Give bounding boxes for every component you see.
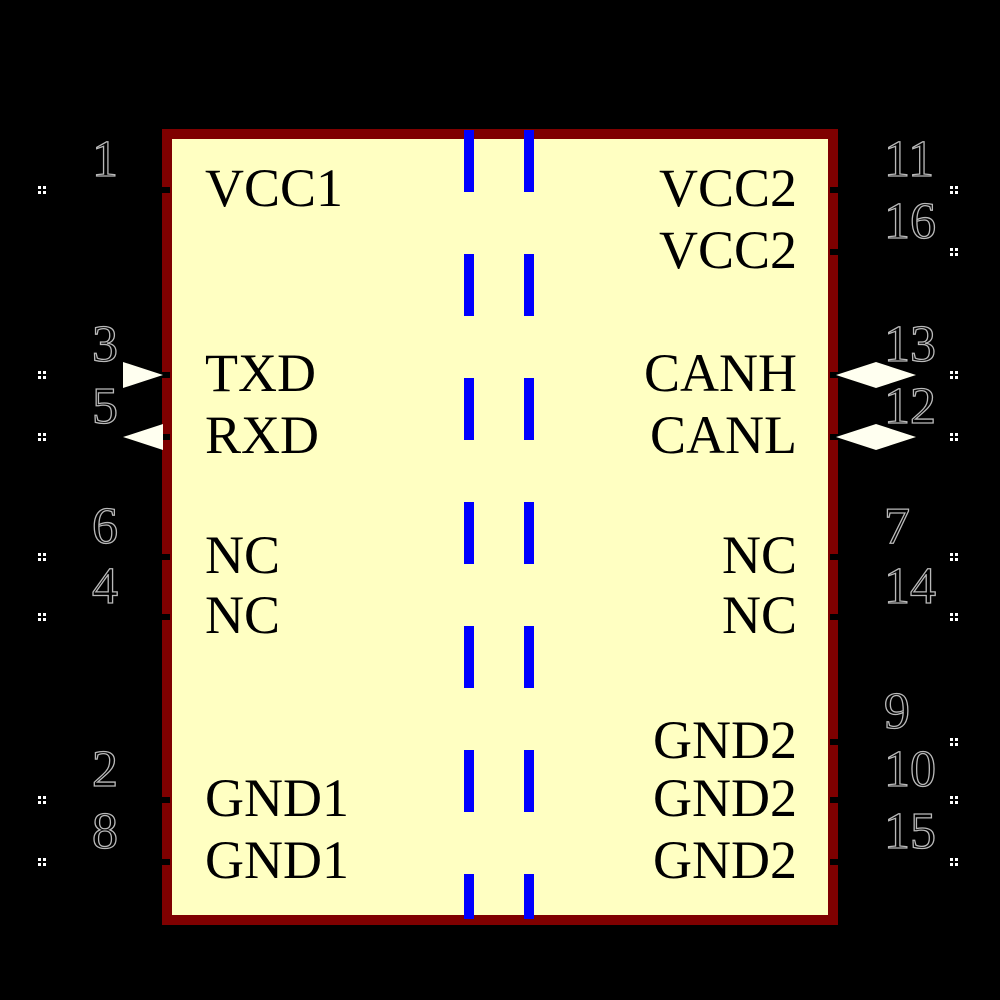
pin-nc-7[interactable] (835, 544, 970, 570)
pin-txd-3[interactable] (30, 362, 165, 388)
pin-label: TXD (205, 343, 316, 403)
output-arrow-icon (123, 424, 163, 450)
pin-number: 11 (883, 131, 935, 188)
pin-stub (830, 859, 846, 865)
pin-stub (830, 739, 846, 745)
bidirectional-arrow-left-icon (836, 362, 876, 388)
pin-gnd1-8[interactable] (30, 849, 165, 875)
pin-label: GND2 (653, 710, 797, 770)
pin-number: 2 (91, 741, 118, 798)
pin-label: VCC1 (205, 158, 344, 218)
pin-label: CANH (643, 343, 797, 403)
pin-canh-13[interactable] (835, 362, 970, 388)
pin-number: 1 (91, 131, 118, 188)
pin-vcc1-1[interactable] (30, 177, 165, 203)
pin-nc-4[interactable] (30, 604, 165, 630)
pin-canl-12[interactable] (835, 424, 970, 450)
unconnected-pin-marker-icon (950, 433, 953, 436)
pin-gnd2-15[interactable] (835, 849, 970, 875)
pin-stub (830, 797, 846, 803)
pin-label: VCC2 (658, 220, 797, 280)
pin-stub (154, 859, 170, 865)
pin-number: 8 (91, 803, 118, 860)
pin-stub (154, 614, 170, 620)
pin-number: 15 (883, 803, 936, 860)
pin-label: GND2 (653, 768, 797, 828)
unconnected-pin-marker-icon (38, 858, 41, 861)
pin-label: GND1 (205, 768, 349, 828)
unconnected-pin-marker-icon (950, 186, 953, 189)
bidirectional-arrow-left-icon (836, 424, 876, 450)
bidirectional-arrow-right-icon (876, 362, 916, 388)
unconnected-pin-marker-icon (950, 738, 953, 741)
pin-label: VCC2 (658, 158, 797, 218)
pin-nc-14[interactable] (835, 604, 970, 630)
pin-number: 16 (883, 193, 936, 250)
pin-label: CANL (650, 405, 797, 465)
pin-number: 3 (91, 316, 118, 373)
pin-label: GND2 (653, 830, 797, 890)
pin-number: 5 (91, 378, 118, 435)
pin-number: 10 (883, 741, 936, 798)
pin-number: 7 (883, 498, 910, 555)
pin-nc-6[interactable] (30, 544, 165, 570)
pin-label: NC (721, 585, 797, 645)
unconnected-pin-marker-icon (38, 371, 41, 374)
pin-stub (154, 187, 170, 193)
pin-label: NC (205, 585, 281, 645)
pin-stub (830, 249, 846, 255)
pin-gnd2-9[interactable] (835, 729, 970, 755)
component-body[interactable] (162, 129, 838, 925)
isolation-barrier-line (464, 130, 474, 919)
unconnected-pin-marker-icon (38, 796, 41, 799)
pin-label: NC (721, 525, 797, 585)
bidirectional-arrow-right-icon (876, 424, 916, 450)
unconnected-pin-marker-icon (38, 186, 41, 189)
pin-label: NC (205, 525, 281, 585)
unconnected-pin-marker-icon (950, 248, 953, 251)
pin-number: 9 (883, 683, 910, 740)
pin-number: 14 (883, 558, 936, 615)
input-arrow-icon (123, 362, 163, 388)
unconnected-pin-marker-icon (950, 796, 953, 799)
pin-label: GND1 (205, 830, 349, 890)
unconnected-pin-marker-icon (38, 613, 41, 616)
pin-stub (830, 187, 846, 193)
unconnected-pin-marker-icon (950, 371, 953, 374)
pin-number: 4 (91, 558, 118, 615)
pin-gnd1-2[interactable] (30, 787, 165, 813)
pin-stub (830, 554, 846, 560)
pin-label: RXD (205, 405, 320, 465)
unconnected-pin-marker-icon (950, 858, 953, 861)
unconnected-pin-marker-icon (950, 553, 953, 556)
pin-vcc2-11[interactable] (835, 177, 970, 203)
unconnected-pin-marker-icon (950, 613, 953, 616)
unconnected-pin-marker-icon (38, 433, 41, 436)
pin-stub (154, 797, 170, 803)
pin-gnd2-10[interactable] (835, 787, 970, 813)
unconnected-pin-marker-icon (38, 553, 41, 556)
pin-stub (830, 614, 846, 620)
pin-stub (154, 554, 170, 560)
isolation-barrier-line (524, 130, 534, 919)
pin-number: 6 (91, 498, 118, 555)
pin-vcc2-16[interactable] (835, 239, 970, 265)
pin-rxd-5[interactable] (30, 424, 165, 450)
